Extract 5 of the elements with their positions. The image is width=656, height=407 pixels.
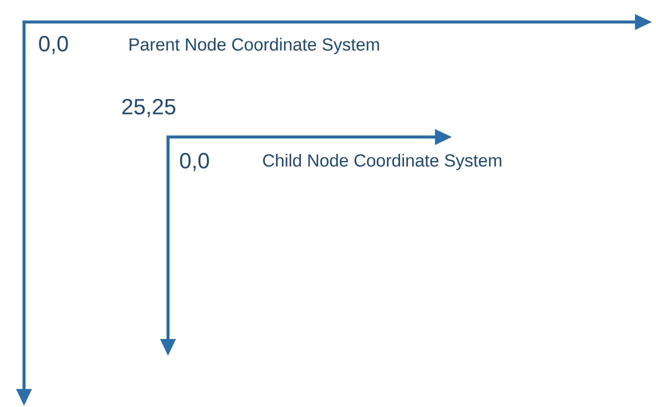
- axis-caption: Parent Node Coordinate System: [130, 38, 379, 54]
- offset-label: 25,25: [122, 98, 176, 118]
- origin-label: 0,0: [180, 152, 209, 172]
- origin-label: 0,0: [39, 36, 68, 54]
- axis-caption: Child Node Coordinate System: [263, 154, 502, 170]
